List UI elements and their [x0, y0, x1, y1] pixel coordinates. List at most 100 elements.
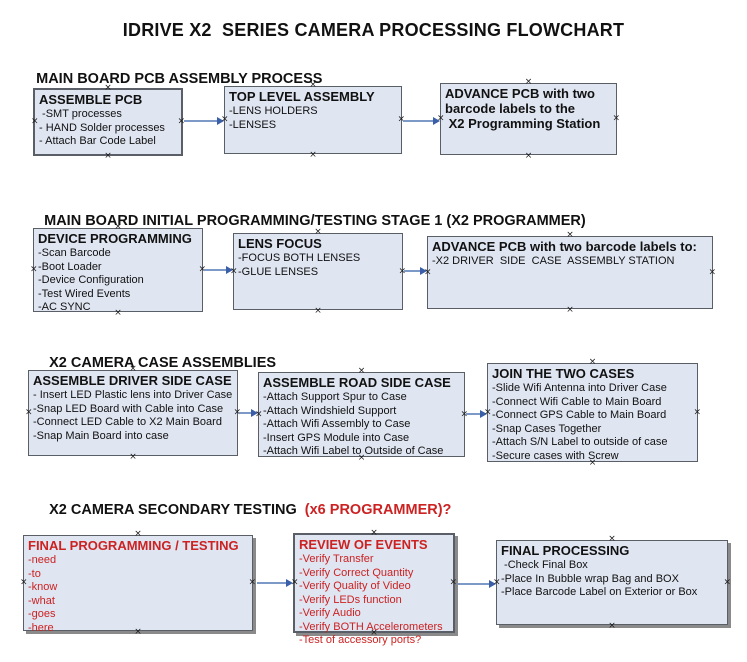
- connector-arrow[interactable]: [403, 116, 440, 126]
- flowbox-item: -Snap LED Board with Cable into Case: [33, 402, 224, 415]
- flowbox-item: - Insert LED Plastic lens into Driver Ca…: [33, 389, 233, 401]
- flowbox-item: -Place In Bubble wrap Bag and BOX: [501, 572, 679, 585]
- arrow-head-icon: [433, 117, 440, 125]
- flowbox-title: DEVICE PROGRAMMING: [38, 231, 192, 246]
- connector-arrow[interactable]: [184, 116, 224, 126]
- section-heading-text: MAIN BOARD INITIAL PROGRAMMING/TESTING S…: [44, 213, 586, 229]
- section-heading-suffix: (x6 PROGRAMMER)?: [296, 502, 452, 518]
- flowbox-item: -Attach Wifi Label to Outside of Case: [263, 445, 444, 457]
- connection-handle-icon: ×: [314, 306, 322, 316]
- flowbox-final-programming-testing[interactable]: FINAL PROGRAMMING / TESTING -need -to -k…: [20, 530, 256, 637]
- flowbox-title: ASSEMBLE DRIVER SIDE CASE: [33, 373, 232, 388]
- flowbox-final-processing[interactable]: FINAL PROCESSING -Check Final Box -Place…: [493, 535, 731, 631]
- flowbox-item: -Attach S/N Label to outside of case: [492, 436, 668, 448]
- section-heading-secondary-testing: X2 CAMERA SECONDARY TESTING (x6 PROGRAMM…: [33, 486, 451, 534]
- arrow-line: [403, 120, 433, 122]
- flowbox-item: -Verify Quality of Video: [299, 580, 411, 592]
- flowbox-item: -Device Configuration: [38, 274, 144, 286]
- connection-handle-icon: ×: [129, 452, 137, 462]
- flowbox-item: -AC SYNC: [38, 301, 91, 313]
- flowbox-title: REVIEW OF EVENTS: [299, 537, 428, 552]
- section-heading-text: MAIN BOARD PCB ASSEMBLY PROCESS: [36, 71, 323, 87]
- flowbox-item: -Secure cases with Screw: [492, 449, 619, 462]
- arrow-head-icon: [489, 580, 496, 588]
- connection-handle-icon: ×: [30, 264, 38, 275]
- flowbox-title: FINAL PROGRAMMING / TESTING: [28, 538, 239, 553]
- connection-handle-icon: ×: [723, 577, 731, 587]
- section-heading-text: X2 CAMERA CASE ASSEMBLIES: [49, 355, 277, 371]
- flowchart-title: IDRIVE X2 SERIES CAMERA PROCESSING FLOWC…: [122, 20, 625, 40]
- flowbox-title: ASSEMBLE PCB: [39, 92, 143, 107]
- connection-handle-icon: ×: [566, 305, 574, 315]
- flowbox-item: -Verify Audio: [299, 607, 361, 619]
- arrow-line: [204, 269, 226, 271]
- flowbox-item: -Verify BOTH Accelerometers: [299, 620, 443, 633]
- flowbox-title: ADVANCE PCB with two barcode labels to:: [432, 239, 697, 254]
- flowbox-item: - HAND Solder processes: [39, 121, 165, 134]
- connector-arrow[interactable]: [404, 266, 427, 276]
- flowbox-lens-focus[interactable]: LENS FOCUS -FOCUS BOTH LENSES -GLUE LENS…: [230, 228, 406, 316]
- flowbox-item: -Verify Transfer: [299, 553, 374, 565]
- flowbox-title: FINAL PROCESSING: [501, 543, 630, 558]
- connection-handle-icon: ×: [612, 113, 620, 124]
- connection-handle-icon: ×: [25, 407, 33, 418]
- flowbox-item: -Verify Correct Quantity: [299, 566, 414, 579]
- arrow-line: [466, 413, 480, 415]
- flowbox-device-programming[interactable]: DEVICE PROGRAMMING -Scan Barcode -Boot L…: [30, 223, 206, 318]
- connection-handle-icon: ×: [104, 151, 112, 161]
- flowbox-item: -Attach Support Spur to Case: [263, 391, 407, 403]
- connector-arrow[interactable]: [458, 579, 496, 589]
- flowbox-join-two-cases[interactable]: JOIN THE TWO CASES -Slide Wifi Antenna i…: [484, 358, 701, 468]
- flowbox-item: - Attach Bar Code Label: [39, 135, 156, 147]
- flowbox-title: ADVANCE PCB with two barcode labels to t…: [445, 86, 601, 131]
- connection-handle-icon: ×: [708, 267, 716, 277]
- flowbox-review-of-events[interactable]: REVIEW OF EVENTS -Verify Transfer -Verif…: [291, 529, 457, 647]
- flowbox-item: -Boot Loader: [38, 260, 102, 273]
- connection-handle-icon: ×: [20, 577, 28, 588]
- arrow-head-icon: [226, 266, 233, 274]
- arrow-head-icon: [217, 117, 224, 125]
- flowbox-item: -GLUE LENSES: [238, 265, 319, 278]
- flowbox-item: -LENSES: [229, 118, 277, 131]
- flowbox-advance-pcb-programming[interactable]: ADVANCE PCB with two barcode labels to t…: [437, 78, 620, 161]
- flowbox-item: -Connect Wifi Cable to Main Board: [492, 395, 662, 408]
- connection-handle-icon: ×: [31, 116, 39, 127]
- section-heading-text: X2 CAMERA SECONDARY TESTING: [49, 502, 297, 518]
- connector-arrow[interactable]: [239, 408, 258, 418]
- connector-arrow[interactable]: [257, 578, 293, 588]
- arrow-line: [404, 270, 420, 272]
- flowbox-item: -Verify LEDs function: [299, 593, 402, 606]
- flowbox-assemble-driver-side[interactable]: ASSEMBLE DRIVER SIDE CASE - Insert LED P…: [25, 365, 241, 462]
- connection-handle-icon: ×: [608, 621, 616, 631]
- flowbox-assemble-pcb[interactable]: ASSEMBLE PCB -SMT processes - HAND Solde…: [31, 84, 185, 161]
- arrow-line: [257, 582, 286, 584]
- flowbox-title: JOIN THE TWO CASES: [492, 366, 635, 381]
- connection-handle-icon: ×: [291, 577, 299, 588]
- connection-handle-icon: ×: [248, 577, 256, 588]
- flowbox-top-level-assembly[interactable]: TOP LEVEL ASSEMBLY -LENS HOLDERS -LENSES…: [221, 81, 405, 160]
- arrow-line: [184, 120, 217, 122]
- flowbox-item: -Snap Cases Together: [492, 422, 602, 435]
- flowbox-assemble-road-side[interactable]: ASSEMBLE ROAD SIDE CASE -Attach Support …: [255, 367, 468, 463]
- flowbox-advance-pcb-case[interactable]: ADVANCE PCB with two barcode labels to: …: [424, 231, 716, 315]
- flowbox-item: -Check Final Box: [501, 559, 588, 571]
- connection-handle-icon: ×: [309, 150, 317, 160]
- flowbox-title: LENS FOCUS: [238, 236, 322, 251]
- connection-handle-icon: ×: [449, 577, 457, 588]
- flowbox-item: -Insert GPS Module into Case: [263, 431, 410, 444]
- flowbox-item: -to: [28, 567, 41, 580]
- flowbox-item: -Connect GPS Cable to Main Board: [492, 409, 667, 421]
- flowbox-item: -Slide Wifi Antenna into Driver Case: [492, 382, 667, 394]
- flowbox-item: -what: [28, 594, 55, 607]
- flowbox-item: -SMT processes: [39, 108, 122, 120]
- arrow-head-icon: [420, 267, 427, 275]
- flowbox-item: -know: [28, 581, 58, 593]
- flowbox-item: -Test Wired Events: [38, 287, 131, 300]
- connector-arrow[interactable]: [204, 265, 233, 275]
- arrow-line: [239, 412, 251, 414]
- flowbox-item: -Attach Wifi Assembly to Case: [263, 418, 411, 430]
- connector-arrow[interactable]: [466, 409, 487, 419]
- flowbox-item: -X2 DRIVER SIDE CASE ASSEMBLY STATION: [432, 255, 675, 267]
- flowbox-item: -LENS HOLDERS: [229, 105, 318, 117]
